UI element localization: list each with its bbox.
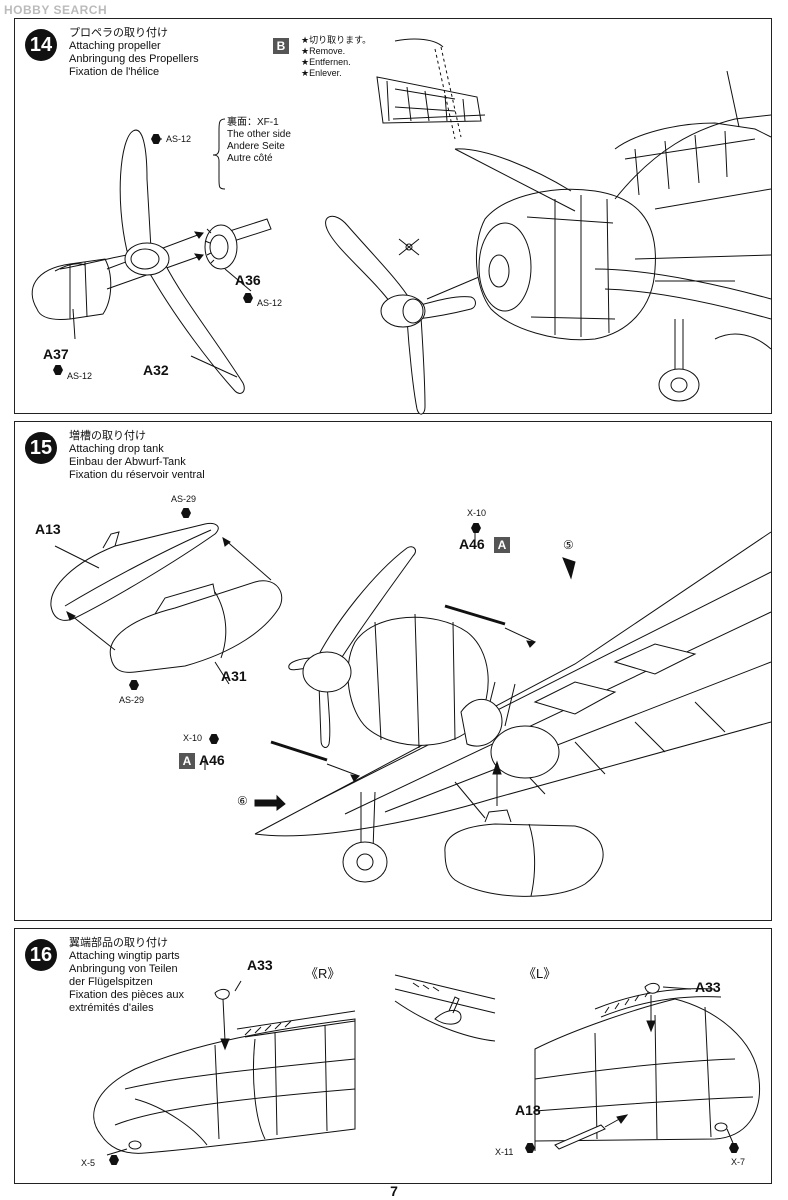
other-side-note: 裏面：XF-1 The other side Andere Seite Autr… bbox=[227, 117, 291, 165]
part-a31-label: A31 bbox=[221, 668, 247, 684]
step-15-title-de: Einbau der Abwurf-Tank bbox=[69, 456, 186, 468]
remove-note: ★切り取ります。 ★Remove. ★Entfernen. ★Enlever. bbox=[301, 35, 371, 79]
as12-label-top: AS-12 bbox=[166, 134, 192, 144]
note-en: The other side bbox=[227, 129, 291, 140]
wingtip-assembly-drawing bbox=[15, 929, 771, 1183]
sprue-a-box-left: A bbox=[179, 753, 195, 769]
remove-en: ★Remove. bbox=[301, 46, 346, 56]
as29-bottom-hex-icon bbox=[129, 680, 139, 690]
step-16-title-fr-2: extrémités d'ailes bbox=[69, 1002, 154, 1014]
drop-tank-assembly-drawing bbox=[15, 422, 771, 920]
step-16-number: 16 bbox=[25, 939, 57, 971]
step-14-panel: 14 プロペラの取り付け Attaching propeller Anbring… bbox=[14, 18, 772, 414]
step-15-number: 15 bbox=[25, 432, 57, 464]
part-a46-label-right: A46 bbox=[459, 536, 485, 552]
ref-6-marker: ⑥ bbox=[237, 794, 248, 808]
step-14-title-fr: Fixation de l'hélice bbox=[69, 66, 160, 78]
as12-hex-icon bbox=[151, 134, 161, 144]
step-14-title-jp: プロペラの取り付け bbox=[69, 27, 168, 39]
note-jp: 裏面：XF-1 bbox=[227, 117, 279, 128]
step-14-title-de: Anbringung des Propellers bbox=[69, 53, 199, 65]
x5-label: X-5 bbox=[81, 1158, 96, 1168]
step-16-title-fr-1: Fixation des pièces aux bbox=[69, 989, 184, 1001]
step-15-title-fr: Fixation du réservoir ventral bbox=[69, 469, 205, 481]
note-de: Andere Seite bbox=[227, 141, 285, 152]
x10-label-right: X-10 bbox=[467, 508, 487, 518]
part-a18-label: A18 bbox=[515, 1102, 541, 1118]
as29-label-bottom: AS-29 bbox=[119, 695, 145, 705]
as12-a36-label: AS-12 bbox=[257, 298, 283, 308]
step-15-panel: 15 増槽の取り付け Attaching drop tank Einbau de… bbox=[14, 421, 772, 921]
as29-top-hex-icon bbox=[181, 508, 191, 518]
propeller-assembly-drawing bbox=[15, 19, 771, 413]
x7-label: X-7 bbox=[731, 1157, 746, 1167]
step-16-panel: 16 翼端部品の取り付け Attaching wingtip parts Anb… bbox=[14, 928, 772, 1184]
sprue-b-box: B bbox=[273, 38, 289, 54]
x10-right-hex-icon bbox=[471, 523, 481, 533]
as12-a36-hex-icon bbox=[243, 293, 253, 303]
step-16-title-de-1: Anbringung von Teilen bbox=[69, 963, 178, 975]
as12-a37-hex-icon bbox=[53, 365, 63, 375]
right-side-label: 《R》 bbox=[305, 966, 341, 981]
step-15-title-jp: 増槽の取り付け bbox=[69, 430, 146, 442]
step-15-titles: 増槽の取り付け Attaching drop tank Einbau der A… bbox=[69, 430, 205, 482]
x10-left-hex-icon bbox=[209, 734, 219, 744]
step-16-title-de-2: der Flügelspitzen bbox=[69, 976, 153, 988]
watermark: HOBBY SEARCH bbox=[4, 3, 108, 17]
step-14-titles: プロペラの取り付け Attaching propeller Anbringung… bbox=[69, 27, 199, 79]
part-a36-label: A36 bbox=[235, 272, 261, 288]
part-a33-label-left: A33 bbox=[247, 957, 273, 973]
x11-hex-icon bbox=[525, 1143, 535, 1153]
x11-label: X-11 bbox=[495, 1147, 514, 1157]
x7-hex-icon bbox=[729, 1143, 739, 1153]
x5-hex-icon bbox=[109, 1155, 119, 1165]
part-a46-label-left: A46 bbox=[199, 752, 225, 768]
page-number: 7 bbox=[390, 1183, 398, 1199]
remove-fr: ★Enlever. bbox=[301, 68, 342, 78]
part-a37-label: A37 bbox=[43, 346, 69, 362]
step-16-title-en: Attaching wingtip parts bbox=[69, 950, 180, 962]
left-side-label: 《L》 bbox=[523, 966, 557, 981]
part-a32-label: A32 bbox=[143, 362, 169, 378]
part-a33-label-right: A33 bbox=[695, 979, 721, 995]
part-a13-label: A13 bbox=[35, 521, 61, 537]
as12-a37-label: AS-12 bbox=[67, 371, 93, 381]
remove-de: ★Entfernen. bbox=[301, 57, 351, 67]
step-16-title-jp: 翼端部品の取り付け bbox=[69, 937, 168, 949]
as29-label-top: AS-29 bbox=[171, 494, 197, 504]
step-15-title-en: Attaching drop tank bbox=[69, 443, 164, 455]
sprue-a-box-right: A bbox=[494, 537, 510, 553]
step-14-number: 14 bbox=[25, 29, 57, 61]
ref-5-marker: ⑤ bbox=[563, 538, 574, 552]
step-14-title-en: Attaching propeller bbox=[69, 40, 161, 52]
step-16-titles: 翼端部品の取り付け Attaching wingtip parts Anbrin… bbox=[69, 937, 184, 1015]
x10-label-left: X-10 bbox=[183, 733, 203, 743]
remove-jp: ★切り取ります。 bbox=[301, 35, 372, 45]
note-fr: Autre côté bbox=[227, 153, 273, 164]
